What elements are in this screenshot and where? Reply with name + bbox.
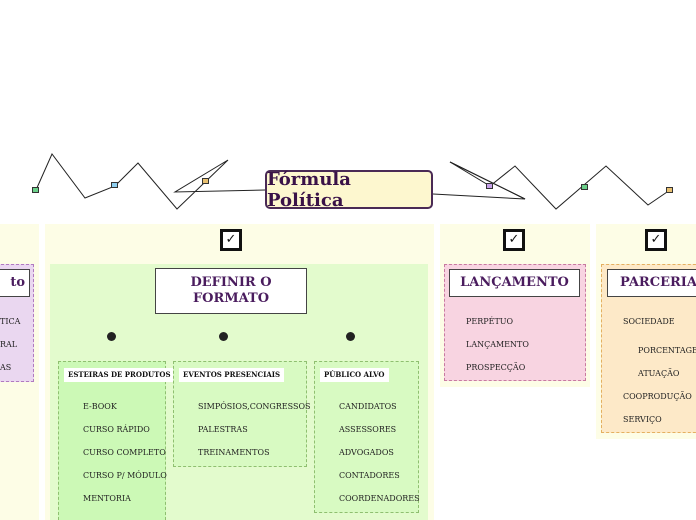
- publico-group: [314, 361, 419, 513]
- parceria-item: SERVIÇO: [623, 415, 662, 424]
- definir-topic[interactable]: DEFINIR O FORMATO: [155, 268, 307, 314]
- eventos-item: PALESTRAS: [198, 425, 248, 434]
- esteiras-topic[interactable]: ESTEIRAS DE PRODUTOS: [64, 368, 175, 382]
- eventos-topic[interactable]: EVENTOS PRESENCIAIS: [179, 368, 285, 382]
- branch-dot: [107, 332, 116, 341]
- eventos-item: TREINAMENTOS: [198, 448, 270, 457]
- publico-item: ASSESSORES: [339, 425, 397, 434]
- parceria-subitem: PORCENTAGEM: [638, 346, 696, 355]
- marker-icon: [581, 184, 588, 190]
- marker-icon: [111, 182, 118, 188]
- parceria-topic[interactable]: PARCERIA: [607, 269, 696, 297]
- central-topic-label: Fórmula Política: [267, 168, 351, 211]
- left-partial-topic[interactable]: to: [0, 269, 30, 297]
- marker-icon: [202, 178, 209, 184]
- publico-item: COORDENADORES: [339, 494, 420, 503]
- left-partial-item: AS: [0, 363, 12, 372]
- lancamento-checkbox-icon[interactable]: ✓: [503, 229, 525, 251]
- esteiras-item: MENTORIA: [83, 494, 131, 503]
- esteiras-group: [58, 361, 166, 520]
- lancamento-topic[interactable]: LANÇAMENTO: [449, 269, 580, 297]
- central-topic[interactable]: Fórmula Política: [265, 168, 433, 211]
- publico-item: CANDIDATOS: [339, 402, 397, 411]
- esteiras-item: CURSO P/ MÓDULO: [83, 471, 167, 480]
- marker-icon: [666, 187, 673, 193]
- publico-topic[interactable]: PÚBLICO ALVO: [320, 368, 389, 382]
- branch-dot: [219, 332, 228, 341]
- esteiras-item: E-BOOK: [83, 402, 117, 411]
- eventos-item: SIMPÓSIOS,CONGRESSOS: [198, 402, 311, 411]
- lancamento-title: LANÇAMENTO: [460, 275, 569, 290]
- publico-item: CONTADORES: [339, 471, 400, 480]
- lancamento-item: PERPÉTUO: [466, 317, 514, 326]
- lancamento-item: LANÇAMENTO: [466, 340, 529, 349]
- lancamento-item: PROSPECÇÃO: [466, 363, 526, 372]
- branch-dot: [346, 332, 355, 341]
- definir-title: DEFINIR O FORMATO: [190, 275, 272, 306]
- definir-checkbox-icon[interactable]: ✓: [220, 229, 242, 251]
- left-partial-item: RAL: [0, 340, 18, 349]
- marker-icon: [486, 183, 493, 189]
- parceria-title: PARCERIA: [620, 275, 696, 290]
- esteiras-item: CURSO COMPLETO: [83, 448, 166, 457]
- left-partial-title: to: [10, 275, 25, 290]
- left-partial-item: TICA: [0, 317, 21, 326]
- parceria-checkbox-icon[interactable]: ✓: [645, 229, 667, 251]
- publico-item: ADVOGADOS: [339, 448, 394, 457]
- parceria-item: COOPRODUÇÃO: [623, 392, 692, 401]
- parceria-subitem: ATUAÇÃO: [638, 369, 680, 378]
- parceria-item: SOCIEDADE: [623, 317, 675, 326]
- esteiras-item: CURSO RÁPIDO: [83, 425, 150, 434]
- marker-icon: [32, 187, 39, 193]
